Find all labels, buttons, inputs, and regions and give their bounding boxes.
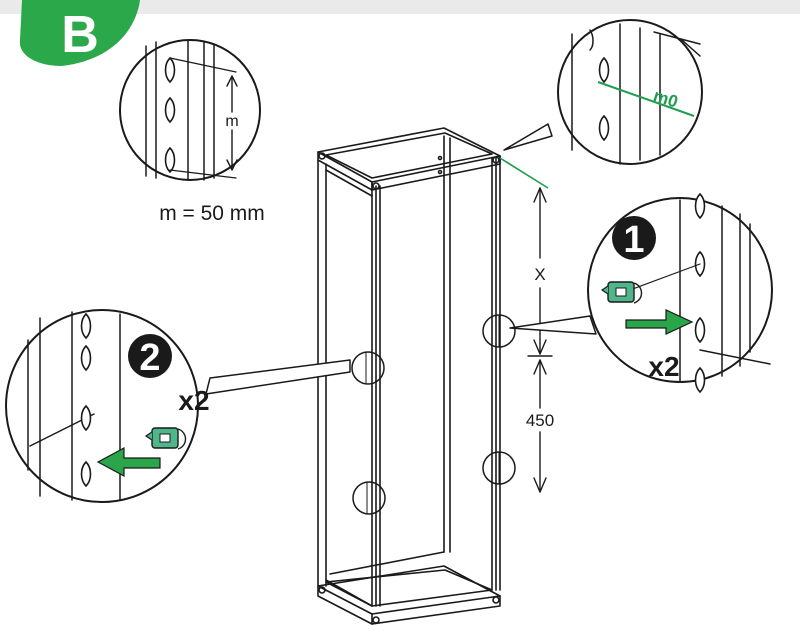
cabinet-frame [317, 127, 501, 625]
dimension-x-label: X [534, 265, 545, 284]
dimension-450 [533, 359, 547, 493]
dimension-x [527, 187, 553, 357]
spacing-note: m = 50 mm [159, 202, 265, 225]
step-badge-letter: B [61, 6, 99, 64]
step-1-number: 1 [623, 219, 644, 261]
callout-circles [351, 314, 516, 515]
detail-top-left: m [119, 39, 261, 181]
detail-left-quantity: x2 [178, 385, 209, 416]
detail-top-left-dim-label: m [225, 113, 238, 130]
detail-left: 2 x2 [5, 309, 210, 503]
insert-arrow-right [625, 309, 694, 335]
step-1-marker [612, 216, 656, 260]
callout-circle-left-upper [351, 351, 385, 385]
step-2-marker [128, 334, 172, 378]
leader-lines [205, 123, 597, 395]
detail-right-quantity: x2 [648, 351, 679, 382]
detail-top-right: m0 [557, 19, 703, 165]
step-2-number: 2 [139, 337, 160, 379]
detail-right: 1 x2 [587, 193, 773, 393]
top-border [0, 0, 800, 14]
reference-mark-line [499, 157, 549, 189]
callout-circle-left-lower [352, 481, 386, 515]
insert-arrow-left [96, 446, 161, 478]
step-badge: B [19, 0, 140, 66]
dimension-450-label: 450 [526, 411, 554, 430]
